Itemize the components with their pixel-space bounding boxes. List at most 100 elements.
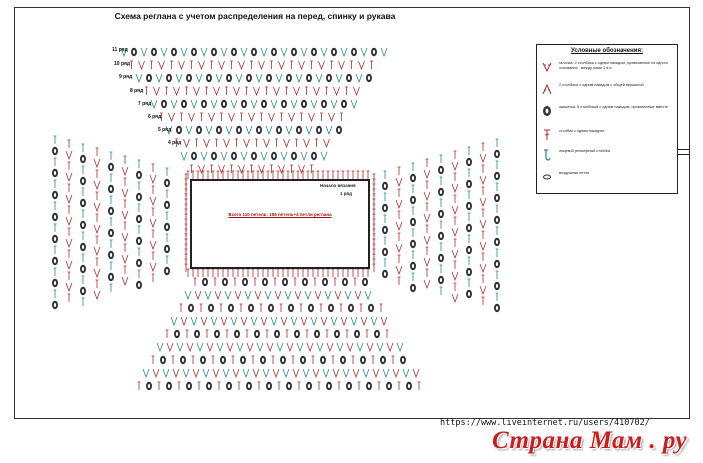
v-stitch-mark — [273, 86, 280, 97]
post-stitch-mark — [245, 329, 249, 338]
v-stitch-mark — [300, 151, 308, 162]
v-stitch-mark — [149, 262, 157, 273]
post-stitch-mark — [251, 170, 255, 179]
post-stitch-mark — [453, 150, 457, 159]
bobble-mark — [81, 267, 85, 271]
post-stitch-mark — [109, 217, 113, 226]
v-stitch-mark — [451, 161, 459, 172]
v-stitch-mark — [244, 290, 252, 301]
post-stitch-mark — [341, 268, 345, 277]
bobble-mark — [242, 102, 246, 106]
post-stitch-mark — [311, 268, 315, 277]
bobble-mark — [241, 358, 245, 362]
v-stitch-mark — [362, 368, 370, 379]
post-stitch-mark — [346, 268, 350, 277]
v-stitch-mark — [335, 73, 343, 84]
v-stitch-mark — [213, 86, 220, 97]
v-stitch-mark — [285, 125, 293, 136]
post-stitch-mark — [495, 182, 499, 191]
v-stitch-mark — [295, 73, 303, 84]
post-stitch-mark — [81, 275, 85, 284]
v-stitch-mark — [93, 246, 101, 257]
post-stitch-mark — [336, 268, 340, 277]
post-stitch-mark — [210, 60, 213, 69]
post-stitch-mark — [305, 329, 309, 338]
bobble-mark — [327, 76, 331, 80]
cluster-2-icon — [542, 83, 552, 95]
v-stitch-mark — [258, 164, 265, 175]
bobble-mark — [297, 128, 301, 132]
post-stitch-mark — [275, 138, 278, 147]
post-stitch-mark — [372, 263, 376, 272]
bobble-mark — [381, 358, 385, 362]
v-stitch-mark — [322, 368, 330, 379]
post-stitch-mark — [311, 170, 315, 179]
row-label: 5 ряд — [158, 127, 172, 133]
v-stitch-mark — [168, 112, 175, 123]
post-stitch-mark — [481, 274, 485, 283]
post-stitch-mark — [439, 154, 443, 163]
bobble-mark — [189, 306, 193, 310]
post-stitch-mark — [286, 170, 290, 179]
bobble-mark — [53, 193, 57, 197]
post-stitch-mark — [53, 267, 57, 276]
v-stitch-mark — [240, 47, 248, 58]
v-stitch-mark — [190, 316, 198, 327]
bobble-mark — [411, 176, 415, 180]
cluster-5-icon — [543, 106, 551, 116]
bobble-mark — [53, 237, 57, 241]
post-stitch-mark — [186, 170, 190, 179]
bobble-mark — [232, 154, 236, 158]
post-stitch-mark — [171, 355, 175, 364]
v-stitch-mark — [166, 342, 174, 353]
post-stitch-mark — [137, 381, 141, 390]
post-stitch-mark — [357, 381, 361, 390]
v-stitch-mark — [395, 221, 403, 232]
post-stitch-mark — [305, 86, 308, 95]
post-stitch-mark — [81, 297, 85, 306]
v-stitch-mark — [353, 86, 360, 97]
v-stitch-mark — [451, 293, 459, 304]
post-stitch-mark — [339, 303, 343, 312]
post-stitch-mark — [270, 164, 273, 173]
bobble-mark — [223, 280, 227, 284]
post-stitch-mark — [411, 250, 415, 259]
v-stitch-mark — [243, 138, 250, 149]
v-stitch-mark — [314, 290, 322, 301]
v-stitch-mark — [225, 125, 233, 136]
post-stitch-mark — [151, 185, 155, 194]
post-stitch-mark — [217, 381, 221, 390]
bobble-mark — [411, 220, 415, 224]
bobble-mark — [81, 223, 85, 227]
bobble-mark — [227, 76, 231, 80]
post-stitch-mark — [253, 277, 257, 286]
post-stitch-mark — [95, 191, 99, 200]
post-stitch-mark — [397, 276, 401, 285]
post-stitch-mark — [365, 329, 369, 338]
chain-icon — [543, 174, 551, 180]
v-stitch-mark — [355, 73, 363, 84]
post-stitch-mark — [397, 232, 401, 241]
legend-item: воздушная петля — [541, 171, 675, 185]
post-stitch-mark — [184, 263, 188, 272]
v-stitch-mark — [298, 164, 305, 175]
post-stitch-mark — [190, 60, 193, 69]
v-stitch-mark — [250, 316, 258, 327]
legend-text: лицевой рельефный столбик — [559, 149, 611, 153]
bobble-mark — [335, 332, 339, 336]
v-stitch-mark — [194, 290, 202, 301]
bobble-mark — [197, 128, 201, 132]
v-stitch-mark — [186, 342, 194, 353]
v-stitch-mark — [395, 265, 403, 276]
bobble-mark — [292, 50, 296, 54]
v-stitch-mark — [222, 368, 230, 379]
v-stitch-mark — [242, 368, 250, 379]
post-stitch-mark — [265, 86, 268, 95]
v-stitch-mark — [256, 342, 264, 353]
post-stitch-mark — [206, 170, 210, 179]
post-stitch-mark — [281, 170, 285, 179]
v-stitch-mark — [160, 47, 168, 58]
post-stitch-mark — [301, 268, 305, 277]
v-stitch-mark — [286, 342, 294, 353]
v-stitch-mark — [423, 169, 431, 180]
